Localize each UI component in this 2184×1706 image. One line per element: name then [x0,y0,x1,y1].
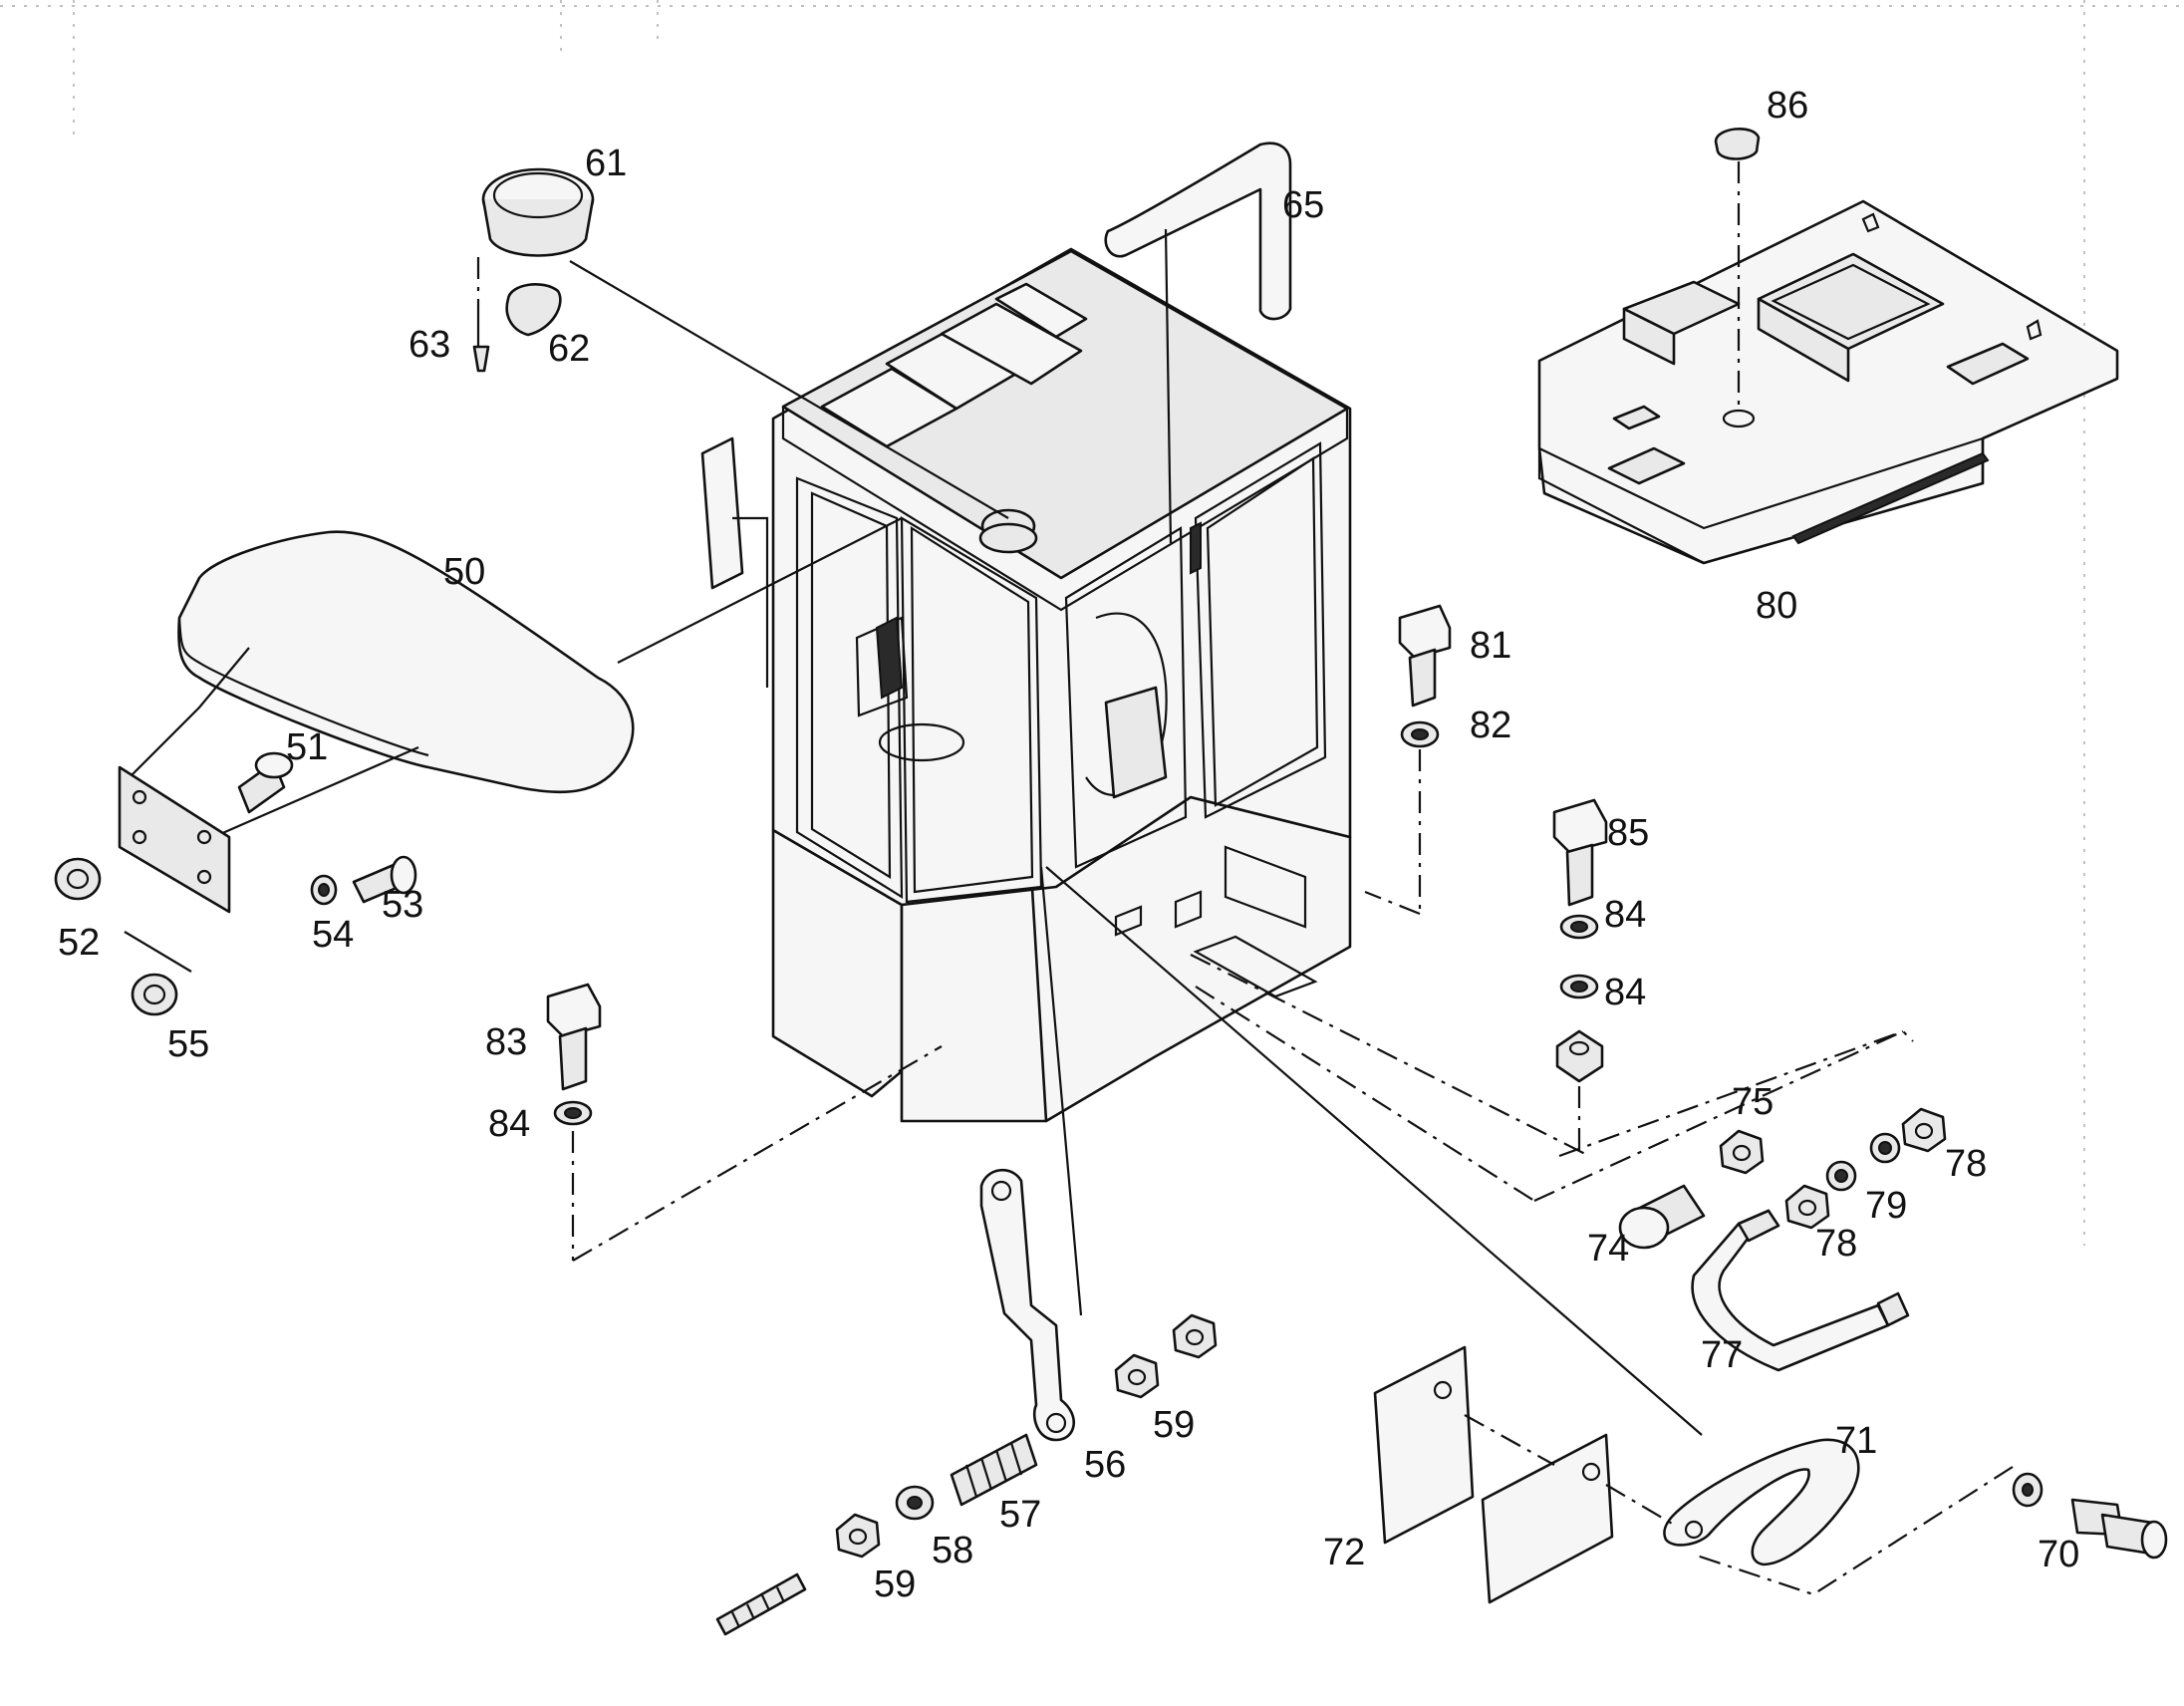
callout-59: 59 [874,1564,916,1605]
callout-labels: 50 51 52 53 54 55 56 57 58 59 59 61 62 6… [58,85,2079,1605]
callout-74: 74 [1587,1228,1629,1270]
callout-50: 50 [443,551,485,593]
dome-light-assembly [472,167,595,373]
callout-52: 52 [58,922,100,964]
callout-78: 78 [1945,1143,1987,1185]
callout-61: 61 [585,142,627,184]
callout-71: 71 [1835,1420,1877,1462]
callout-65: 65 [1282,184,1324,226]
callout-82: 82 [1470,705,1511,746]
callout-75: 75 [1732,1081,1774,1123]
callout-62: 62 [548,328,590,370]
u-bolt-assembly [1533,1029,1947,1372]
pad-bracket-assembly [1373,1345,2168,1604]
callout-70: 70 [2038,1534,2079,1575]
mirror-bracket-assembly [54,530,635,1016]
callout-57: 57 [999,1494,1041,1536]
operator-cab [700,142,1352,1123]
callout-55: 55 [167,1023,209,1065]
leader-lines [476,228,1904,1526]
callout-83: 83 [485,1021,527,1063]
callout-86: 86 [1767,85,1808,127]
callout-85: 85 [1607,812,1649,854]
callout-84: 84 [1604,972,1646,1013]
callout-56: 56 [1084,1444,1126,1486]
callout-51: 51 [286,726,328,768]
callout-81: 81 [1470,625,1511,667]
callout-77: 77 [1701,1334,1743,1376]
floor-plate [1537,128,2119,565]
callout-54: 54 [312,914,354,956]
callout-84: 84 [1604,894,1646,936]
scan-border-lines [0,0,2184,1246]
callout-79: 79 [1865,1185,1907,1227]
mounting-bolts [546,604,1608,1262]
callout-63: 63 [409,324,450,366]
callout-80: 80 [1756,585,1797,627]
callout-84: 84 [488,1103,530,1145]
callout-78: 78 [1815,1223,1857,1265]
door-stop-linkage [715,1169,1218,1636]
callout-58: 58 [932,1530,973,1571]
callout-72: 72 [1323,1532,1365,1573]
callout-59: 59 [1153,1404,1195,1446]
callout-53: 53 [382,884,423,926]
